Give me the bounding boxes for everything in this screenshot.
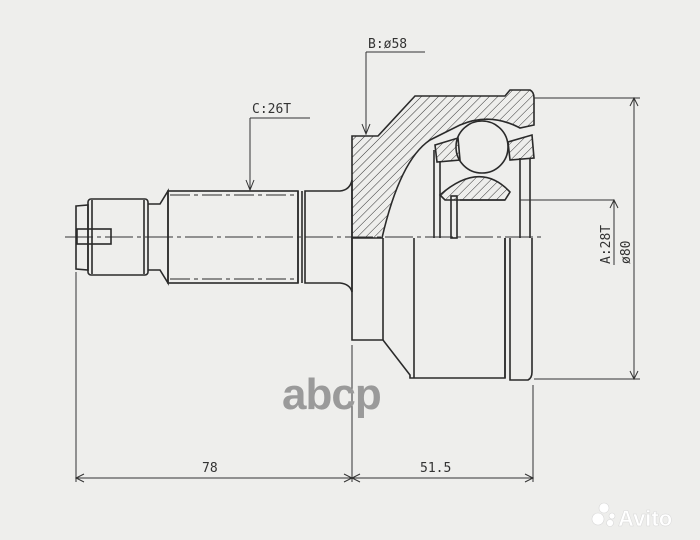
label-c-spline: C:26T	[252, 102, 291, 117]
avito-dots-icon	[591, 502, 616, 527]
dimension-lines	[74, 51, 640, 483]
avito-logo: Avito	[591, 502, 672, 531]
shaft	[75, 179, 353, 293]
dimension-right: 51.5	[420, 461, 451, 476]
label-a-spline: A:28T	[599, 225, 614, 264]
label-outer-diameter: ø80	[619, 241, 634, 264]
label-b-diameter: B:ø58	[368, 37, 407, 52]
dimension-left: 78	[202, 461, 218, 476]
housing	[351, 89, 535, 381]
avito-watermark: Avito	[618, 506, 672, 531]
abcp-watermark: abcp	[282, 370, 381, 419]
